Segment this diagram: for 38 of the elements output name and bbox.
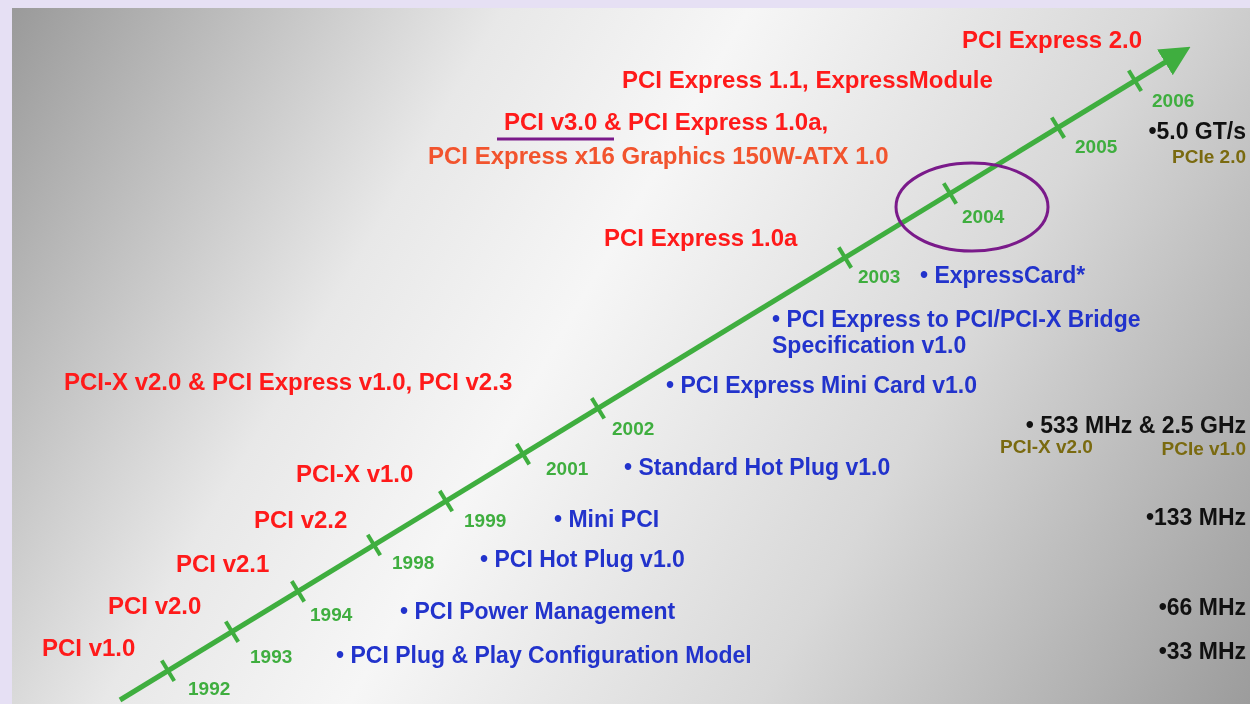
year-label: 2002 [612, 418, 655, 440]
year-label: 2001 [546, 458, 589, 480]
release-label: PCI Express 2.0 [962, 26, 1143, 54]
feature-item: • Standard Hot Plug v1.0 [624, 454, 891, 481]
speed-label: •33 MHz [1158, 638, 1246, 665]
speed-label: • 533 MHz & 2.5 GHz [1025, 412, 1246, 439]
year-label: 2006 [1152, 90, 1195, 112]
year-label: 1994 [310, 604, 353, 626]
year-label: 2005 [1075, 136, 1118, 158]
speed-label: •5.0 GT/s [1148, 118, 1246, 145]
feature-item: • PCI Power Management [400, 598, 676, 625]
release-label: PCI-X v1.0 [296, 460, 414, 488]
release-label: PCI v3.0 & PCI Express 1.0a, [504, 108, 829, 136]
year-label: 1992 [188, 678, 231, 700]
release-label: PCI v1.0 [42, 634, 136, 662]
release-label: PCI v2.1 [176, 550, 270, 578]
release-label: PCI Express x16 Graphics 150W-ATX 1.0 [428, 142, 889, 170]
spec-note: PCIe v1.0 [1161, 438, 1246, 460]
feature-item: • PCI Plug & Play Configuration Model [336, 642, 752, 669]
feature-item: • PCI Express Mini Card v1.0 [666, 372, 977, 399]
feature-item: • PCI Express to PCI/PCI-X Bridge Specification v1.0 [772, 306, 1142, 359]
release-label: PCI-X v2.0 & PCI Express v1.0, PCI v2.3 [64, 368, 513, 396]
spec-note: PCI-X v2.0 [1000, 436, 1093, 458]
speed-label: •66 MHz [1158, 594, 1246, 621]
year-label: 2003 [858, 266, 901, 288]
feature-item: • Mini PCI [554, 506, 660, 533]
year-label: 1993 [250, 646, 293, 668]
release-label: PCI v2.2 [254, 506, 348, 534]
release-label: PCI Express 1.0a [604, 224, 798, 252]
year-label: 1998 [392, 552, 435, 574]
feature-item: • PCI Hot Plug v1.0 [480, 546, 685, 573]
year-label: 2004 [962, 206, 1005, 228]
spec-note: PCIe 2.0 [1172, 146, 1246, 168]
feature-item: • ExpressCard* [920, 262, 1086, 289]
year-label: 1999 [464, 510, 507, 532]
speed-label: •133 MHz [1145, 504, 1246, 531]
release-label: PCI v2.0 [108, 592, 202, 620]
release-label: PCI Express 1.1, ExpressModule [622, 66, 993, 94]
